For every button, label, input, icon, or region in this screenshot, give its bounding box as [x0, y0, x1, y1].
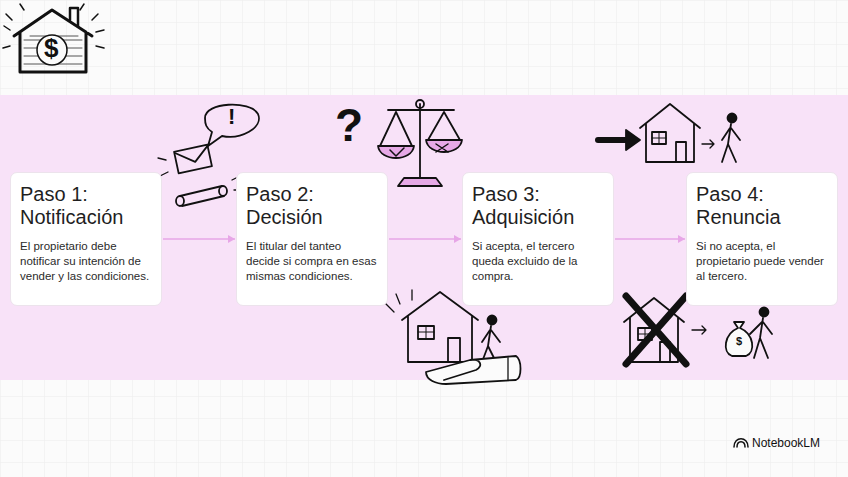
exclamation-mark: ! — [228, 104, 235, 130]
flow-arrow — [615, 235, 685, 243]
flow-arrow — [163, 235, 235, 243]
step-heading: Paso 1: Notificación — [20, 183, 152, 229]
flow-arrow — [389, 235, 461, 243]
step-description: Si acepta, el tercero queda excluido de … — [472, 239, 604, 284]
notebooklm-logo — [734, 439, 748, 447]
dollar-sign: $ — [736, 335, 742, 347]
step-box: Paso 1: Notificación El propietario debe … — [10, 172, 162, 306]
watermark: NotebookLM — [752, 436, 820, 450]
step-box: Paso 2: Decisión El titular del tanteo de… — [236, 172, 388, 306]
step-heading: Paso 2: Decisión — [246, 183, 378, 229]
house-money-icon — [3, 4, 104, 72]
step-heading: Paso 3: Adquisición — [472, 183, 604, 229]
step-description: Si no acepta, el propietario puede vende… — [696, 239, 828, 284]
pink-band — [0, 95, 848, 380]
dollar-sign: $ — [44, 33, 58, 64]
renounce-icon — [624, 296, 772, 364]
step-description: El titular del tanteo decide si compra e… — [246, 239, 378, 284]
step-box: Paso 3: Adquisición Si acepta, el tercero… — [462, 172, 614, 306]
step-box: Paso 4: Renuncia Si no acepta, el propiet… — [686, 172, 838, 306]
step-heading: Paso 4: Renuncia — [696, 183, 828, 229]
entry-house-icon — [598, 104, 740, 162]
balance-scale — [378, 100, 462, 186]
step-description: El propietario debe notificar su intenci… — [20, 239, 152, 284]
question-mark: ? — [335, 98, 363, 152]
